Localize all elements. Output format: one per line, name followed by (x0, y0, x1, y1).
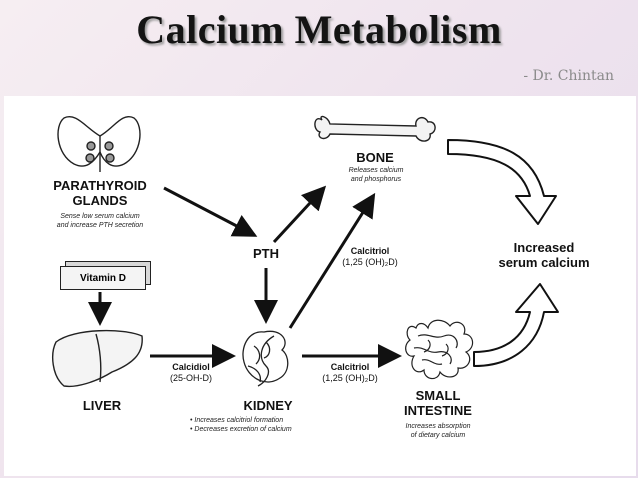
arrow-kidney-to-bone (288, 192, 376, 329)
calcidiol-formula: (25-OH-D) (170, 373, 212, 383)
calcitriol-lower-name: Calcitriol (330, 362, 370, 372)
liver-label: LIVER (82, 398, 122, 413)
hollow-arrow-intestine-to-result (473, 283, 559, 367)
calcitriol-lower-label: Calcitriol (1,25 (OH)₂D) (312, 362, 388, 384)
intestine-note: Increases absorption of dietary calcium (384, 422, 492, 440)
result-label: Increased serum calcium (482, 240, 606, 270)
intestine-name-line2: INTESTINE (404, 403, 472, 418)
kidney-note-line2: • Decreases excretion of calcium (190, 426, 292, 433)
calcitriol-upper-label: Calcitriol (1,25 (OH)₂D) (332, 246, 408, 268)
intestine-note-line2: of dietary calcium (410, 432, 466, 439)
parathyroid-note-line1: Sense low serum calcium (60, 213, 140, 220)
kidney-label: KIDNEY (243, 398, 293, 413)
small-intestine-label: SMALL INTESTINE (388, 388, 488, 418)
diagram-graphics (52, 115, 559, 388)
bone-label: BONE (356, 150, 394, 165)
calcitriol-upper-formula: (1,25 (OH)₂D) (342, 257, 398, 267)
calcitriol-lower-formula: (1,25 (OH)₂D) (322, 373, 378, 383)
calcidiol-name: Calcidiol (172, 362, 210, 372)
parathyroid-note: Sense low serum calcium and increase PTH… (24, 212, 176, 230)
vitamin-d-box: Vitamin D (60, 266, 146, 290)
pth-label: PTH (253, 246, 279, 261)
arrow-parathyroid-to-pth (163, 186, 258, 237)
parathyroid-note-line2: and increase PTH secretion (56, 222, 144, 229)
bone-note-line2: and phosphorus (350, 176, 402, 183)
parathyroid-name-line2: GLANDS (72, 193, 128, 208)
arrow-pth-to-bone (272, 185, 327, 244)
intestine-name-line1: SMALL (415, 388, 461, 403)
bone-note: Releases calcium and phosphorus (324, 166, 428, 184)
calcidiol-label: Calcidiol (25-OH-D) (156, 362, 226, 384)
kidney-note-line1: • Increases calcitriol formation (190, 417, 284, 424)
kidney-illustration (242, 330, 289, 387)
result-line2: serum calcium (498, 255, 590, 270)
diagram-panel: PARATHYROID GLANDS Sense low serum calci… (4, 96, 636, 476)
slide-author: - Dr. Chintan (523, 68, 614, 84)
intestine-note-line1: Increases absorption (405, 423, 471, 430)
parathyroid-illustration (57, 116, 141, 172)
kidney-note: • Increases calcitriol formation • Decre… (190, 416, 346, 434)
bone-note-line1: Releases calcium (348, 167, 404, 174)
bone-illustration (314, 115, 436, 142)
parathyroid-name-line1: PARATHYROID (53, 178, 147, 193)
parathyroid-label: PARATHYROID GLANDS (30, 178, 170, 208)
result-line1: Increased (513, 240, 575, 255)
liver-illustration (52, 329, 143, 388)
calcitriol-upper-name: Calcitriol (350, 246, 390, 256)
slide-title: Calcium Metabolism (136, 7, 502, 52)
intestine-illustration (405, 319, 474, 380)
hollow-arrow-bone-to-result (447, 139, 557, 225)
